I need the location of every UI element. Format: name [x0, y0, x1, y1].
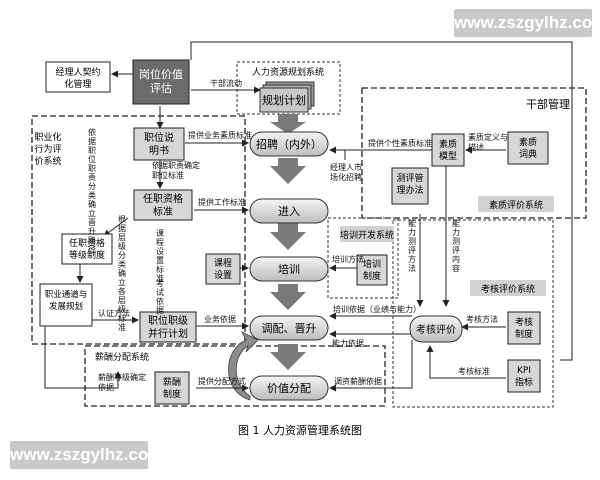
train-sys-text: 培训制度: [363, 258, 381, 282]
rank-plan-text: 职位职级并行计划: [148, 314, 188, 340]
figure-caption: 图 1 人力资源管理系统图: [238, 423, 362, 437]
watermark-top: www.zszgylhz.com: [454, 9, 600, 37]
flow-arrow-1: [270, 114, 306, 134]
assess-eval-pill[interactable]: [409, 315, 463, 343]
label-rank-basis: 薪酬等级确定依据: [98, 372, 146, 392]
label-cadre-flow: 干部流动: [210, 78, 242, 88]
vlabel-ability: 能力测评方法: [408, 218, 416, 273]
career-title: 职业化行为评价系统: [34, 131, 61, 167]
vlabel-layer: 根据层级分类确立各层级标准: [118, 214, 126, 332]
course-box[interactable]: [205, 253, 241, 285]
label-job-based-std: 依据职责确定职位标准: [152, 160, 200, 180]
training-dev-title: 培训开发系统: [340, 229, 394, 241]
job-value-box[interactable]: [132, 59, 190, 105]
training-frame: [327, 217, 399, 299]
qual-grade-text: 任职资格等级制度: [69, 237, 105, 261]
qual-grade-box[interactable]: [61, 233, 113, 265]
assessment-frame: [392, 219, 554, 408]
value-dist-pill[interactable]: [249, 375, 329, 401]
label-train-basis: 培训依据（业绩与能力）: [333, 304, 421, 314]
train-text: 培训: [278, 262, 300, 276]
evaluate-method-box[interactable]: [391, 167, 429, 205]
label-assess-std: 考核标准: [458, 366, 490, 376]
label-business-basis: 业务依据: [204, 314, 236, 324]
kpi-box[interactable]: [507, 359, 541, 393]
rank-plan-box[interactable]: [139, 311, 197, 343]
contract-box[interactable]: [45, 61, 111, 93]
line-kpi: [426, 345, 506, 379]
label-train-method: 培训方法: [332, 254, 364, 264]
job-desc-text: 职位说明书: [144, 131, 174, 157]
value-dist-text: 价值分配: [267, 382, 311, 395]
line-right-loop: [190, 41, 573, 361]
assess-sys-text: 考核制度: [515, 316, 533, 340]
label-work-std: 提供工作标准: [198, 197, 246, 207]
training-dev-badge: [340, 226, 394, 242]
cadre-frame: [361, 87, 587, 219]
compensation-title: 薪酬分配系统: [95, 351, 149, 363]
quality-eval-title: 素质评价系统: [489, 199, 543, 211]
vlabel-resp: 依据职位职责分类确立晋升路径: [88, 127, 96, 254]
course-text: 课程设置: [214, 258, 232, 281]
job-desc-box[interactable]: [133, 127, 185, 161]
assessment-badge: [470, 280, 546, 296]
qual-std-box[interactable]: [133, 189, 193, 221]
cadre-title: 干部管理: [526, 97, 570, 111]
label-personality-std: 提供个性素质标准: [368, 138, 432, 148]
train-pill[interactable]: [249, 256, 329, 282]
deploy-pill[interactable]: [249, 315, 329, 341]
vlabel-content: 能力测评内容: [452, 218, 460, 273]
compensation-frame: [84, 345, 386, 407]
vlabel-course: 课程设置标准: [156, 229, 164, 283]
quality-dict-text: 素质词典: [519, 136, 537, 160]
contract-text: 经理人契约化管理: [55, 66, 100, 90]
feedback-curve-arrow: [228, 331, 259, 401]
evaluate-method-text: 测评管理办法: [396, 172, 423, 196]
flow-arrow-5: [270, 344, 306, 370]
assessment-title: 考核评价系统: [481, 283, 535, 295]
line-qual-grade: [103, 217, 129, 237]
salary-sys-box[interactable]: [154, 371, 190, 405]
deploy-text: 调配、晋升: [262, 322, 317, 335]
label-provide-std: 提供业务素质标准: [188, 130, 252, 140]
career-path-box[interactable]: [39, 283, 93, 327]
vlabel-exam: 考试依据: [156, 279, 164, 315]
label-dist-method: 提供分配方式: [198, 376, 246, 386]
entry-pill[interactable]: [249, 198, 329, 224]
quality-model-text: 素质模型: [439, 138, 457, 162]
label-market-recruit: 经理人市场化招聘: [330, 162, 362, 182]
watermark-bottom: www.zszgylhz.com: [10, 441, 163, 469]
plan-box[interactable]: [259, 87, 309, 113]
flow-arrow-3: [270, 223, 306, 250]
quality-model-box[interactable]: [431, 133, 465, 167]
planning-title: 人力资源规划系统: [252, 66, 324, 78]
flow-arrow-2: [270, 158, 306, 184]
salary-sys-text: 薪酬制度: [163, 376, 181, 400]
train-sys-box[interactable]: [356, 254, 388, 286]
label-adjust-basis: 调资薪酬依据: [334, 376, 382, 386]
qual-std-text: 任职资格标准: [143, 192, 183, 218]
recruit-text: 招聘（内外）: [256, 137, 322, 151]
quality-dict-box[interactable]: [507, 131, 549, 165]
flow-arrow-4: [270, 284, 306, 310]
label-quality-def: 素质定义与描述: [468, 132, 508, 152]
label-assess-method: 考核方法: [466, 314, 498, 324]
line-adjust: [329, 340, 413, 392]
plan-text: 规划计划: [262, 93, 306, 107]
quality-eval-badge: [478, 196, 554, 212]
recruit-pill[interactable]: [249, 131, 329, 157]
label-ability-basis: 能力依据: [332, 338, 364, 348]
career-frame: [31, 115, 246, 345]
career-path-text: 职业通道与发展规划: [45, 289, 88, 312]
assess-eval-text: 考核评价: [416, 323, 456, 336]
job-value-text: 岗位价值评估: [139, 67, 183, 95]
assess-sys-box[interactable]: [507, 311, 541, 345]
entry-text: 进入: [278, 205, 300, 218]
line-left-loop: [44, 326, 122, 389]
label-cert-method: 认证方法: [98, 308, 130, 318]
